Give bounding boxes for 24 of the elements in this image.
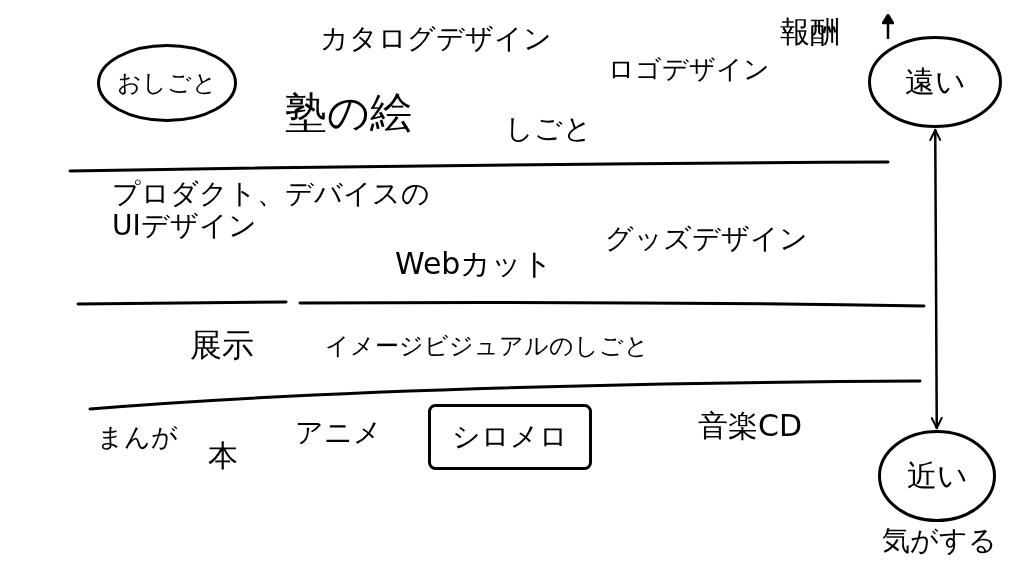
handwritten-label: グッズデザイン bbox=[605, 222, 808, 256]
circled-node bbox=[868, 36, 1002, 128]
handwritten-label: まんが bbox=[97, 422, 178, 454]
handwritten-label: アニメ bbox=[295, 416, 382, 450]
handwritten-label: Webカット bbox=[395, 246, 554, 282]
node-caption: 気がする bbox=[882, 524, 997, 558]
handwritten-label: 展示 bbox=[190, 326, 254, 365]
handwritten-label: 音楽CD bbox=[698, 408, 803, 444]
node-label: シロメロ bbox=[452, 420, 568, 454]
handwritten-label: プロダクト、デバイスのUIデザイン bbox=[112, 178, 430, 243]
handwritten-label: しごと bbox=[505, 112, 592, 146]
circled-node bbox=[97, 44, 237, 122]
double-headed-arrow bbox=[929, 128, 943, 430]
handwritten-label: イメージビジュアルのしごと bbox=[325, 332, 649, 361]
handwritten-label: ロゴデザイン bbox=[608, 54, 770, 86]
node-label: おしごと bbox=[117, 68, 217, 98]
circled-node bbox=[878, 430, 996, 522]
handwritten-label: 報酬 bbox=[780, 14, 840, 50]
handwritten-label: 塾の絵 bbox=[285, 88, 412, 139]
boxed-node bbox=[428, 404, 592, 470]
handwritten-label: カタログデザイン bbox=[320, 22, 552, 56]
handwritten-label: 本 bbox=[208, 438, 238, 474]
node-label: 近い bbox=[906, 458, 968, 494]
node-label: 遠い bbox=[904, 64, 966, 100]
